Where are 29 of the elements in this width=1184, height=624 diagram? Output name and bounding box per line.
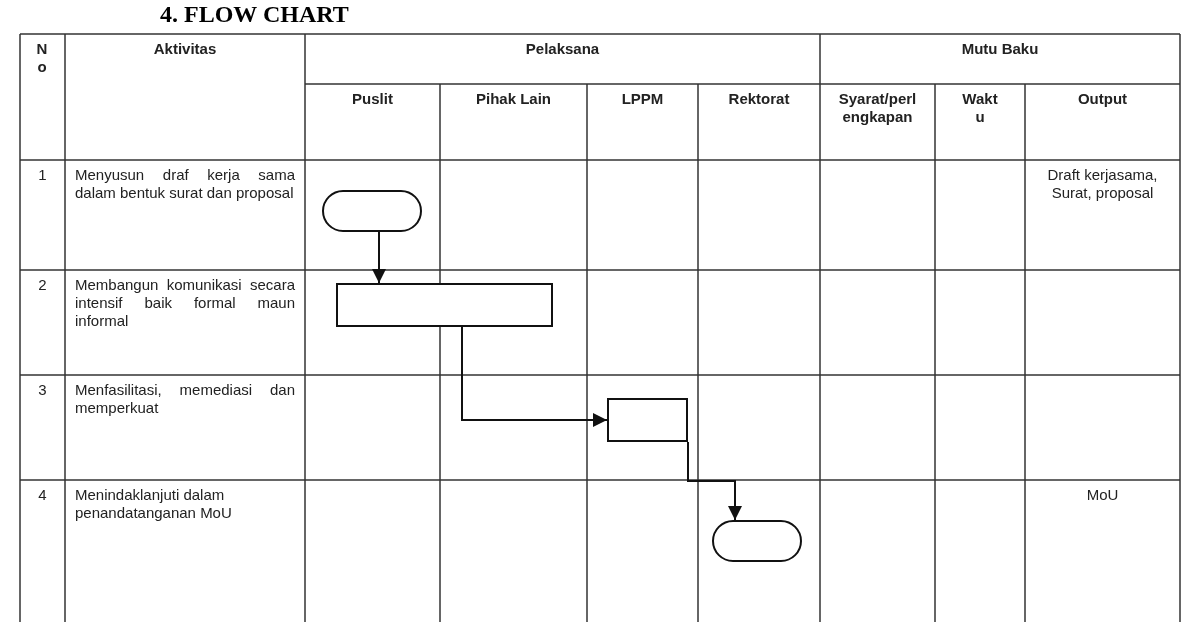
column-header: Waktu [961,90,999,126]
row-number: 3 [37,381,48,399]
arrow [687,441,742,521]
activity-text: Menfasilitasi, memediasi dan memperkuat [75,381,295,417]
activity-text: Membangun komunikasi secara intensif baik formal maun informal [75,276,295,330]
column-header: No [36,40,48,76]
output-text: MoU [1085,486,1120,504]
column-header: Aktivitas [152,40,218,58]
column-header: LPPM [620,90,665,108]
output-text: Draft kerjasama, Surat, proposal [1046,166,1159,202]
row-number: 1 [37,166,48,184]
column-header: Mutu Baku [960,40,1040,58]
column-header: Syarat/perlengkapan [837,90,918,126]
process-box [607,398,688,442]
activity-text: Menindaklanjuti dalam penandatanganan MoU [75,486,233,522]
column-header: Output [1076,90,1129,108]
column-header: Puslit [351,90,394,108]
column-header: Rektorat [727,90,791,108]
heading: 4. FLOW CHART [160,0,349,28]
terminator-shape [712,520,802,562]
process-box [336,283,553,327]
column-header: Pihak Lain [475,90,552,108]
row-number: 2 [37,276,48,294]
row-number: 4 [37,486,48,504]
column-header: Pelaksana [524,40,601,58]
terminator-shape [322,190,422,232]
activity-text: Menyusun draf kerja sama dalam bentuk surat dan proposal [75,166,295,202]
arrow [372,231,386,284]
arrow [461,326,608,427]
